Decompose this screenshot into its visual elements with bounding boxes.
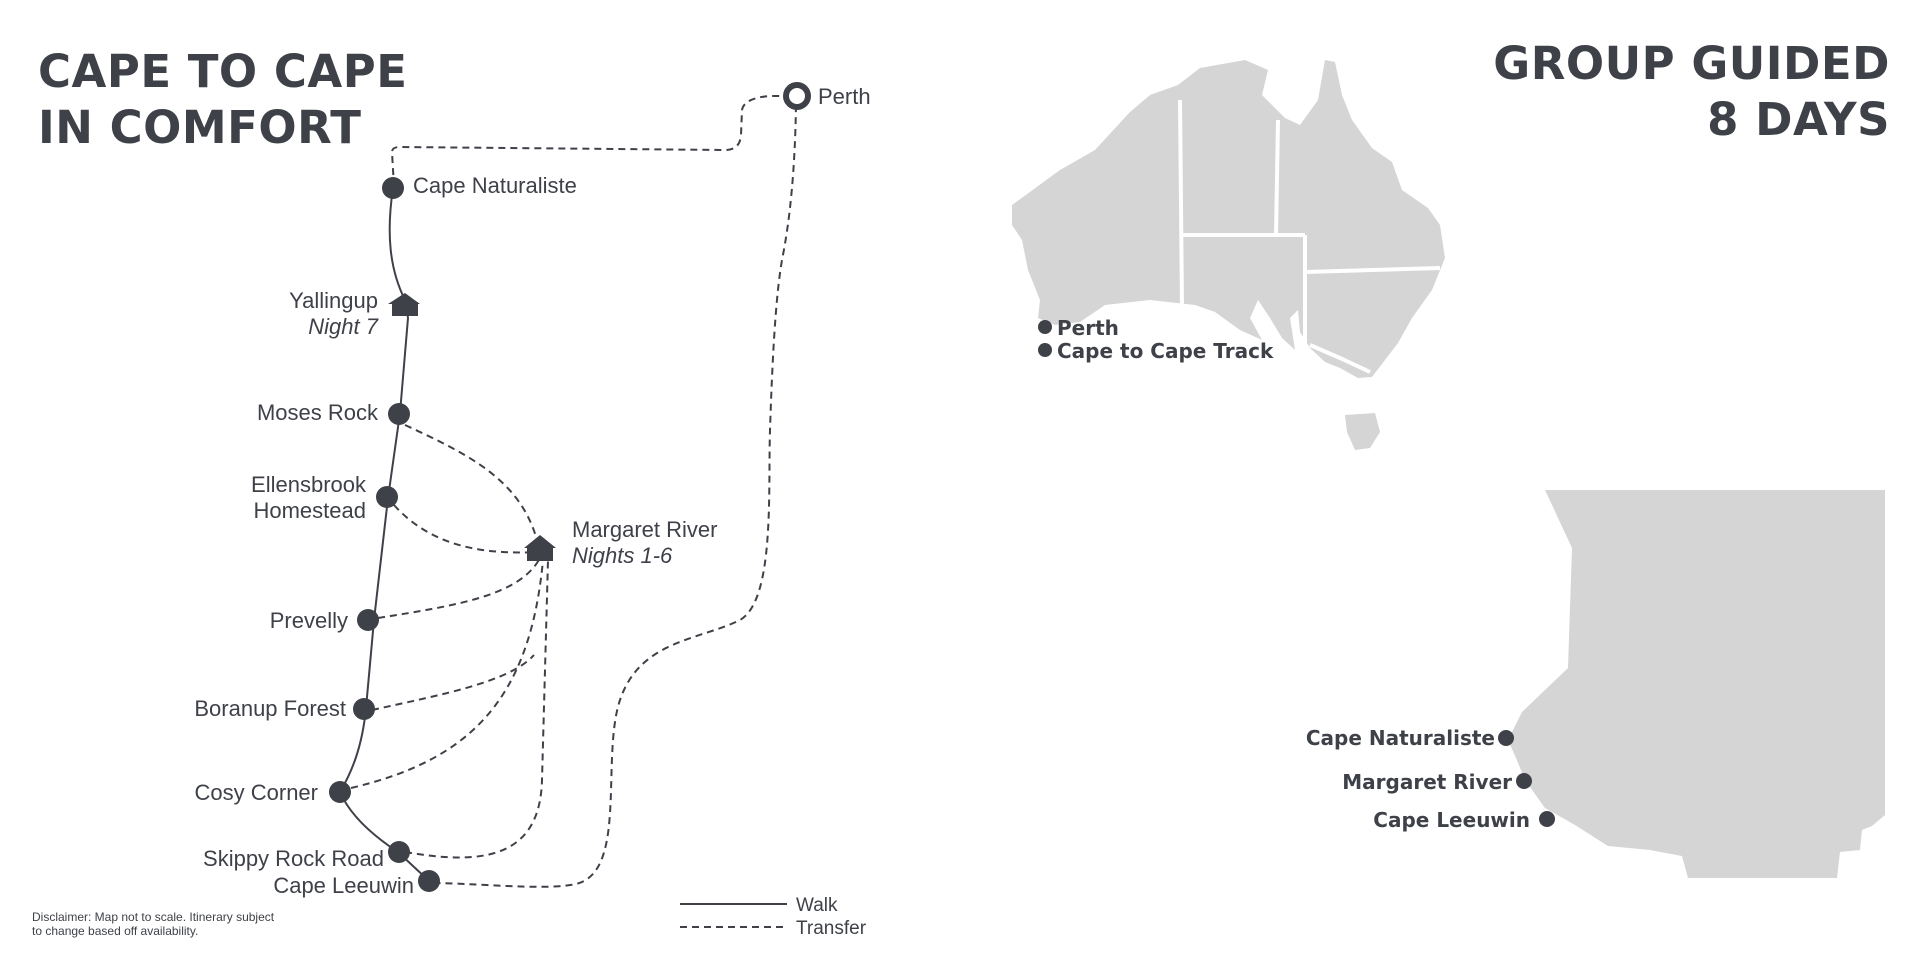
margaret-river-house-icon [524, 535, 556, 561]
cape-naturaliste-label: Cape Naturaliste [413, 173, 577, 198]
legend-walk-label: Walk [796, 895, 838, 916]
cosy-corner-label: Cosy Corner [195, 780, 318, 805]
region-landmass [1508, 490, 1885, 878]
transfer-skippy-rock [404, 559, 549, 859]
transfer-perth-naturaliste [390, 95, 786, 188]
route-diagram [338, 95, 797, 888]
region-margaret-river-marker [1516, 773, 1532, 789]
perth-label: Perth [1057, 316, 1119, 340]
transfer-prevelly [377, 557, 541, 619]
moses-rock-label: Moses Rock [257, 400, 379, 425]
prevelly-marker [357, 609, 379, 631]
margaret-river-label: Margaret River [572, 517, 717, 542]
tasmania [1345, 413, 1380, 450]
prevelly-label: Prevelly [270, 608, 348, 633]
skippy-rock-road-label: Skippy Rock Road [203, 846, 384, 871]
region-cape-naturaliste-marker [1498, 730, 1514, 746]
region-cape-leeuwin-label: Cape Leeuwin [1373, 808, 1530, 832]
boranup-forest-marker [353, 698, 375, 720]
track-label: Cape to Cape Track [1057, 339, 1274, 363]
australia-map: Perth Cape to Cape Track [1012, 60, 1445, 450]
ellensbrook-label: Ellensbrook [251, 472, 367, 497]
transfer-perth-leeuwin [432, 104, 797, 888]
legend: Walk Transfer [680, 895, 867, 939]
perth-marker [1038, 320, 1052, 334]
transfer-ellensbrook [393, 504, 539, 554]
disclaimer-line-1: Disclaimer: Map not to scale. Itinerary … [32, 910, 275, 924]
skippy-rock-road-marker [388, 841, 410, 863]
disclaimer-line-2: to change based off availability. [32, 924, 199, 938]
cape-leeuwin-marker [418, 870, 440, 892]
page-title: CAPE TO CAPE IN COMFORT [38, 44, 407, 156]
yallingup-house-icon [388, 293, 420, 316]
ellensbrook-marker [376, 486, 398, 508]
ellensbrook-label-line2: Homestead [253, 498, 366, 523]
perth-origin-marker [783, 82, 811, 110]
australia-landmass [1012, 60, 1445, 378]
boranup-forest-label: Boranup Forest [194, 696, 346, 721]
cape-naturaliste-marker [382, 177, 404, 199]
cape-leeuwin-label: Cape Leeuwin [273, 873, 414, 898]
cosy-corner-marker [329, 781, 351, 803]
yallingup-label: Yallingup [289, 288, 378, 313]
tour-duration-title: GROUP GUIDED 8 DAYS [1493, 36, 1890, 148]
legend-transfer-label: Transfer [796, 918, 867, 939]
region-margaret-river-label: Margaret River [1342, 770, 1512, 794]
margaret-river-nights: Nights 1-6 [572, 543, 673, 568]
region-cape-leeuwin-marker [1539, 811, 1555, 827]
transfer-moses-rock [404, 424, 538, 541]
state-borders [1178, 99, 1441, 374]
title-line-1: CAPE TO CAPE [38, 45, 408, 98]
transfer-boranup [371, 654, 535, 711]
region-cape-naturaliste-label: Cape Naturaliste [1306, 726, 1495, 750]
route-stops [329, 82, 811, 892]
tour-days: 8 DAYS [1707, 93, 1890, 146]
region-map: Cape Naturaliste Margaret River Cape Lee… [1306, 490, 1885, 878]
title-line-2: IN COMFORT [38, 101, 362, 154]
disclaimer: Disclaimer: Map not to scale. Itinerary … [32, 910, 274, 938]
transfer-cosy-corner [350, 559, 544, 789]
track-marker [1038, 343, 1052, 357]
walk-track [338, 187, 429, 881]
route-labels: Perth Cape Naturaliste Yallingup Night 7… [194, 84, 870, 898]
tour-type: GROUP GUIDED [1493, 37, 1890, 90]
moses-rock-marker [388, 403, 410, 425]
yallingup-night: Night 7 [308, 314, 378, 339]
perth-label: Perth [818, 84, 871, 109]
